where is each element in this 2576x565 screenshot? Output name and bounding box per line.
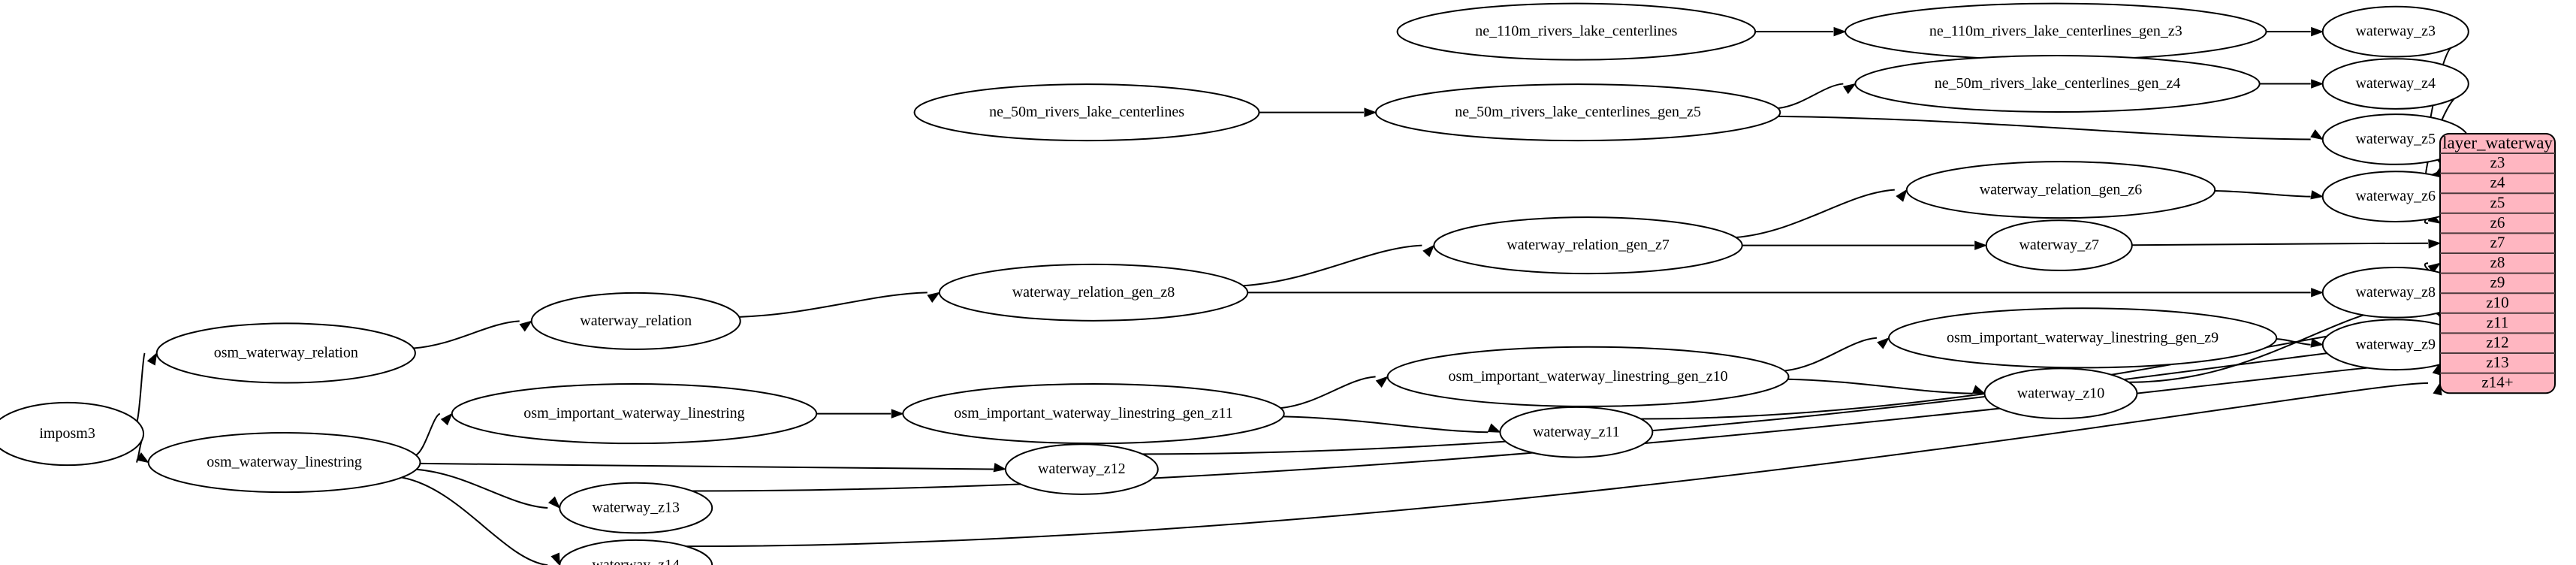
graph-node-imposm3[interactable]: imposm3 (0, 401, 145, 467)
graph-edge (416, 468, 548, 509)
graph-edge (420, 462, 994, 470)
edge-arrowhead (2310, 338, 2324, 348)
edge-arrowhead (2310, 190, 2324, 200)
node-shape (2321, 58, 2469, 110)
node-shape (155, 322, 416, 384)
edge-arrowhead (1833, 26, 1847, 37)
node-shape (1983, 367, 2138, 420)
graph-edge (739, 292, 928, 318)
node-shape (1386, 346, 1790, 407)
node-shape (530, 292, 741, 350)
node-shape (451, 383, 818, 445)
graph-edge (1778, 83, 1844, 110)
graph-edge (686, 382, 2429, 548)
graph-node-ne_50m_rivers_lake_centerlines_gen_z5[interactable]: ne_50m_rivers_lake_centerlines_gen_z5 (1374, 83, 1781, 142)
edge-arrowhead (550, 552, 560, 565)
graph-node-osm_important_waterway_linestring[interactable]: osm_important_waterway_linestring (451, 383, 818, 445)
graph-edge (401, 476, 548, 565)
graph-edge (415, 412, 441, 456)
graph-node-ne_110m_rivers_lake_centerlines[interactable]: ne_110m_rivers_lake_centerlines (1396, 2, 1757, 61)
edge-arrowhead (993, 463, 1007, 473)
graph-node-waterway_z12[interactable]: waterway_z12 (1004, 443, 1159, 495)
graph-edge (1283, 415, 1489, 434)
node-shape (1905, 161, 2216, 219)
node-shape (1433, 216, 1743, 275)
graph-node-waterway_z7[interactable]: waterway_z7 (1985, 219, 2133, 271)
node-shape (147, 431, 421, 494)
graph-edge (413, 320, 520, 349)
edge-arrowhead (519, 320, 532, 332)
graph-edge (1778, 115, 2311, 140)
node-shape (2321, 5, 2469, 58)
graph-node-waterway_z11[interactable]: waterway_z11 (1499, 406, 1654, 458)
node-shape (1985, 219, 2133, 271)
edge-arrowhead (1971, 385, 1986, 394)
node-shape (1845, 2, 2267, 61)
node-shape (1499, 406, 1654, 458)
edge-arrowhead (1974, 240, 1988, 250)
edge-arrowhead (1842, 83, 1857, 95)
edge-arrowhead (2428, 239, 2442, 249)
edge-arrowhead (136, 452, 149, 464)
node-shape (559, 539, 713, 565)
edge-arrowhead (547, 496, 561, 509)
node-shape (1854, 55, 2261, 113)
graph-edge (1243, 244, 1422, 287)
graph-node-waterway_z4[interactable]: waterway_z4 (2321, 58, 2469, 110)
edge-arrowhead (146, 352, 158, 366)
edge-arrowhead (2427, 262, 2442, 274)
edge-arrowhead (1877, 337, 1890, 349)
graph-node-osm_important_waterway_linestring_gen_z11[interactable]: osm_important_waterway_linestring_gen_z1… (902, 383, 1285, 445)
graph-edge (1280, 376, 1376, 409)
graph-edge (1142, 342, 2429, 455)
graph-node-waterway_relation_gen_z8[interactable]: waterway_relation_gen_z8 (938, 263, 1249, 322)
graph-node-osm_important_waterway_linestring_gen_z10[interactable]: osm_important_waterway_linestring_gen_z1… (1386, 346, 1790, 407)
edge-arrowhead (891, 409, 904, 418)
graph-edge (1784, 337, 1878, 372)
edge-arrowhead (2310, 129, 2324, 140)
graph-edge (2215, 189, 2311, 198)
graph-node-osm_waterway_relation[interactable]: osm_waterway_relation (155, 322, 416, 384)
graph-edge (2131, 242, 2429, 246)
graph-node-waterway_relation_gen_z6[interactable]: waterway_relation_gen_z6 (1905, 161, 2216, 219)
layer-table-background (2439, 133, 2556, 394)
graph-node-waterway_z10[interactable]: waterway_z10 (1983, 367, 2138, 420)
layer-waterway-table: layer_waterwayz3z4z5z6z7z8z9z10z11z12z13… (2439, 133, 2556, 394)
graph-node-ne_50m_rivers_lake_centerlines_gen_z4[interactable]: ne_50m_rivers_lake_centerlines_gen_z4 (1854, 55, 2261, 113)
edge-arrowhead (1364, 107, 1377, 117)
node-shape (1004, 443, 1159, 495)
edge-arrowhead (1422, 244, 1435, 258)
graph-edge (1787, 378, 1973, 394)
edge-arrowhead (2311, 26, 2324, 37)
edge-arrowhead (2311, 288, 2324, 298)
graph-node-waterway_relation_gen_z7[interactable]: waterway_relation_gen_z7 (1433, 216, 1743, 275)
node-shape (1396, 2, 1757, 61)
graph-node-osm_important_waterway_linestring_gen_z9[interactable]: osm_important_waterway_linestring_gen_z9 (1887, 307, 2278, 369)
graph-node-waterway_relation[interactable]: waterway_relation (530, 292, 741, 350)
graph-node-ne_110m_rivers_lake_centerlines_gen_z3[interactable]: ne_110m_rivers_lake_centerlines_gen_z3 (1845, 2, 2267, 61)
graph-node-waterway_z13[interactable]: waterway_z13 (559, 482, 713, 534)
edge-arrowhead (1375, 376, 1389, 388)
graph-node-ne_50m_rivers_lake_centerlines[interactable]: ne_50m_rivers_lake_centerlines (913, 83, 1260, 142)
edge-arrowhead (2311, 79, 2324, 89)
edge-arrowhead (1896, 189, 1908, 202)
edge-arrowhead (1487, 423, 1501, 433)
node-shape (1887, 307, 2278, 369)
node-shape (913, 83, 1260, 142)
edge-arrowhead (440, 412, 453, 426)
graph-edge (1736, 189, 1895, 239)
node-shape (0, 401, 145, 467)
node-shape (559, 482, 713, 534)
node-shape (902, 383, 1285, 445)
graph-edge (136, 352, 146, 422)
graph-node-waterway_z14[interactable]: waterway_z14 (559, 539, 713, 565)
node-shape (938, 263, 1249, 322)
node-shape (1374, 83, 1781, 142)
edge-arrowhead (927, 292, 941, 303)
graph-node-waterway_z3[interactable]: waterway_z3 (2321, 5, 2469, 58)
graph-node-osm_waterway_linestring[interactable]: osm_waterway_linestring (147, 431, 421, 494)
